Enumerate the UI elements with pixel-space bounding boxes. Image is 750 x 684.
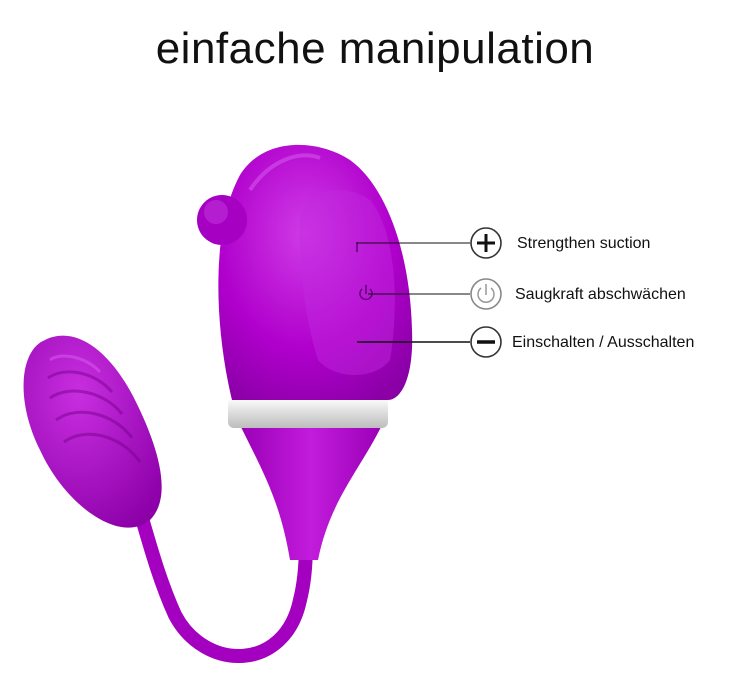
plus-icon xyxy=(470,227,502,259)
minus-icon xyxy=(470,326,502,358)
callout-label-einschalten: Einschalten / Ausschalten xyxy=(512,334,695,351)
device-neck xyxy=(240,425,382,560)
device-head xyxy=(218,144,413,400)
page-title: einfache manipulation xyxy=(155,24,595,73)
callout-label-saugkraft: Saugkraft abschwächen xyxy=(515,286,686,303)
power-icon xyxy=(470,278,502,310)
device-ring xyxy=(228,398,388,428)
device-power-mark xyxy=(359,285,373,301)
callout-label-strengthen: Strengthen suction xyxy=(517,235,651,252)
egg-bullet xyxy=(23,335,162,528)
